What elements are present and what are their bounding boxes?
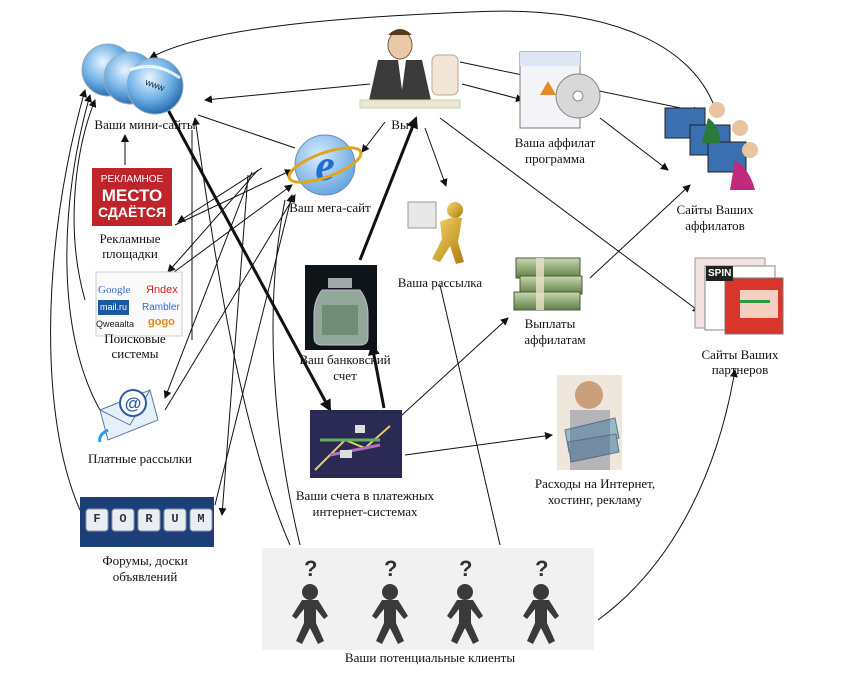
arrow-forum-to-mega-site — [214, 194, 295, 506]
label-mega-site: Ваш мега-сайт — [289, 200, 371, 215]
client-question-2: ? — [384, 556, 398, 581]
label-affiliate-program-2: программа — [525, 151, 585, 166]
arrow-affiliate-program-to-affiliate-sites — [599, 117, 669, 171]
arrow-mega-to-forum — [218, 174, 249, 516]
arrow-you-to-mailing — [424, 127, 448, 187]
arrow-affiliate-sites-to-mini-sites — [149, 10, 716, 109]
bold-arrow-bank-to-you — [358, 116, 418, 261]
curve-clients-to-partners — [597, 369, 738, 621]
arrow-paid-mail-to-mega-site — [164, 194, 296, 411]
businessman-icon — [359, 29, 461, 109]
label-bank-1: Ваш банковский — [299, 352, 391, 367]
label-forums-1: Форумы, доски — [102, 553, 188, 568]
label-affiliate-sites-1: Сайты Ваших — [676, 202, 754, 217]
arrow-you-to-mini-sites — [204, 83, 371, 104]
arrow-mega-site-to-mini-sites — [197, 114, 296, 149]
banner-text-line3: СДАЁТСЯ — [97, 204, 167, 220]
arrow-payment-to-payouts — [401, 317, 509, 416]
label-forums-2: объявлений — [112, 569, 178, 584]
label-expenses-2: хостинг, рекламу — [547, 492, 643, 507]
forum-key-u: U — [171, 512, 179, 526]
line-clients-to-mailing — [439, 284, 501, 546]
client-question-4: ? — [535, 556, 549, 581]
label-search-2: системы — [111, 346, 159, 361]
curve-clients-to-mini — [192, 117, 291, 546]
forum-keys-icon — [80, 497, 214, 547]
label-paid-mailings: Платные рассылки — [87, 451, 192, 466]
arrow-you-to-affiliate-program — [461, 83, 524, 103]
software-box-icon — [519, 51, 601, 129]
logo-gogo: gogo — [148, 316, 175, 328]
arrow-mega-to-paidmail — [163, 171, 253, 399]
gold-figure-icon — [407, 201, 464, 264]
svg-text:@: @ — [125, 394, 142, 413]
curve-search-to-mini — [73, 99, 97, 301]
label-mailing: Ваша рассылка — [397, 275, 483, 290]
client-question-3: ? — [459, 556, 473, 581]
logo-yandex: Яndex — [146, 284, 178, 296]
curve-clients-to-mega — [272, 199, 301, 546]
arrow-payouts-to-affiliate-sites — [589, 184, 691, 279]
email-envelope-icon: @ — [98, 389, 159, 443]
label-ad-places-2: площадки — [102, 246, 158, 261]
logo-rambler: Rambler — [142, 302, 180, 313]
logo-google: Google — [98, 284, 131, 296]
ad-banner-icon — [92, 168, 172, 226]
label-partner-sites-2: партнеров — [711, 362, 769, 377]
partner-screen-text: SPIN — [706, 266, 734, 281]
logo-mailru: mail.ru — [98, 300, 130, 315]
svg-text:e: e — [315, 141, 335, 190]
internet-explorer-icon: e — [287, 134, 363, 196]
circuit-board-icon — [310, 410, 402, 478]
client-question-1: ? — [304, 556, 318, 581]
arrow-payment-to-expenses — [404, 431, 553, 456]
arrow-search-to-mega-site — [169, 184, 293, 276]
globe-icon — [81, 43, 184, 115]
label-payouts-1: Выплаты — [524, 316, 576, 331]
curve-forum-to-mini — [50, 89, 87, 511]
bold-connectors — [158, 94, 418, 412]
label-clients: Ваши потенциальные клиенты — [344, 650, 516, 665]
money-fan-icon — [557, 375, 622, 470]
label-search-1: Поисковые — [104, 331, 166, 346]
bold-arrow-payment-to-bank — [367, 343, 386, 409]
arrow-you-to-partner-sites — [439, 117, 701, 313]
banner-text-line1: РЕКЛАМНОЕ — [100, 174, 164, 185]
label-affiliate-sites-2: аффилатов — [685, 218, 745, 233]
arrow-you-to-mega-site — [361, 121, 386, 153]
label-ad-places-1: Рекламные — [99, 231, 161, 246]
forum-key-r: R — [145, 512, 153, 526]
bold-arrow-mini-to-payment — [158, 94, 332, 412]
person-question-icon — [292, 584, 559, 644]
people-computers-icon — [664, 102, 758, 190]
label-payment-systems-2: интернет-системах — [312, 504, 418, 519]
label-payment-systems-1: Ваши счета в платежных — [295, 488, 435, 503]
arrow-mega-to-search — [167, 169, 259, 273]
label-affiliate-program-1: Ваша аффилат — [514, 135, 596, 150]
logo-qweaalta: Qweaalta — [96, 319, 135, 329]
forum-key-f: F — [93, 512, 101, 526]
label-payouts-2: аффилатам — [524, 332, 586, 347]
label-bank-2: счет — [333, 368, 357, 383]
money-stacks-icon — [513, 257, 583, 311]
arrow-mega-to-ad — [177, 167, 263, 223]
money-jar-icon — [305, 265, 377, 350]
curve-paidmail-to-mini — [66, 94, 101, 411]
label-mini-sites: Ваши мини-сайты — [94, 117, 196, 132]
forum-key-o: O — [119, 512, 127, 526]
label-you: Вы — [391, 117, 409, 132]
forum-key-m: M — [197, 512, 205, 526]
label-partner-sites-1: Сайты Ваших — [701, 347, 779, 362]
label-expenses-1: Расходы на Интернет, — [534, 476, 656, 491]
banner-text-line2: МЕСТО — [101, 186, 163, 205]
